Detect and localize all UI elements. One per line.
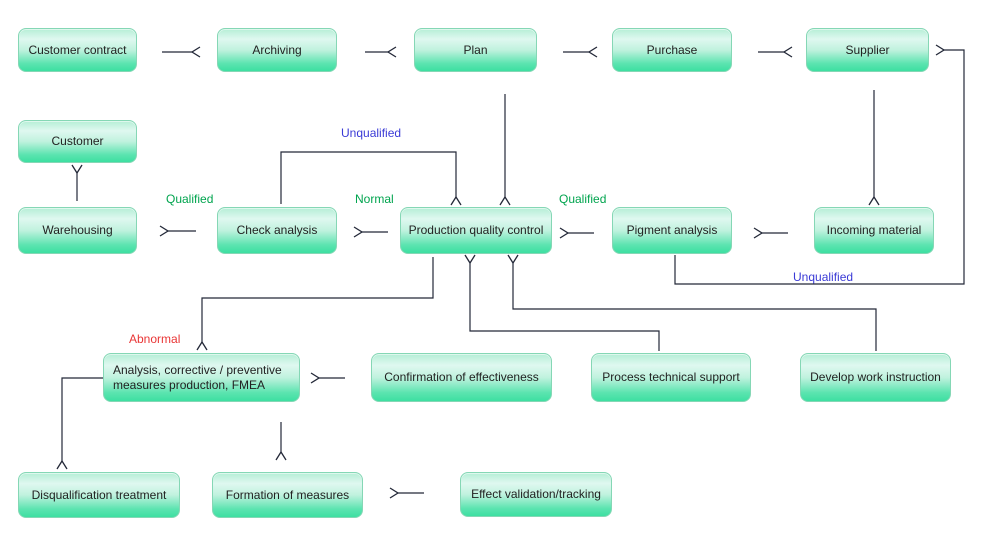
node-customer: Customer xyxy=(18,120,137,163)
connector-pqc-abnormal-to-fmea xyxy=(196,257,434,351)
node-production-quality-control: Production quality control xyxy=(400,207,552,254)
node-supplier: Supplier xyxy=(806,28,929,72)
node-plan: Plan xyxy=(414,28,537,72)
node-analysis-fmea: Analysis, corrective / preventive measur… xyxy=(103,353,300,402)
node-effect-validation-tracking: Effect validation/tracking xyxy=(460,472,612,517)
flow-label-qualified-right: Qualified xyxy=(559,192,607,206)
node-formation-of-measures: Formation of measures xyxy=(212,472,363,518)
node-process-technical-support: Process technical support xyxy=(591,353,751,402)
flow-label-unqualified-top: Unqualified xyxy=(341,126,402,140)
node-disqualification-treatment: Disqualification treatment xyxy=(18,472,180,518)
node-develop-work-instruction: Develop work instruction xyxy=(800,353,951,402)
node-pigment-analysis: Pigment analysis xyxy=(612,207,732,254)
node-warehousing: Warehousing xyxy=(18,207,137,254)
flow-label-qualified-left: Qualified xyxy=(166,192,214,206)
node-check-analysis: Check analysis xyxy=(217,207,337,254)
connector-process-support-to-pqc xyxy=(464,254,660,351)
flow-label-unqualified-right: Unqualified xyxy=(793,270,854,284)
node-confirmation-of-effectiveness: Confirmation of effectiveness xyxy=(371,353,552,402)
node-incoming-material: Incoming material xyxy=(814,207,934,254)
node-purchase: Purchase xyxy=(612,28,732,72)
flow-label-abnormal: Abnormal xyxy=(129,332,181,346)
flow-label-normal: Normal xyxy=(355,192,394,206)
connector-fmea-to-disqualification xyxy=(56,377,103,470)
node-customer-contract: Customer contract xyxy=(18,28,137,72)
node-archiving: Archiving xyxy=(217,28,337,72)
